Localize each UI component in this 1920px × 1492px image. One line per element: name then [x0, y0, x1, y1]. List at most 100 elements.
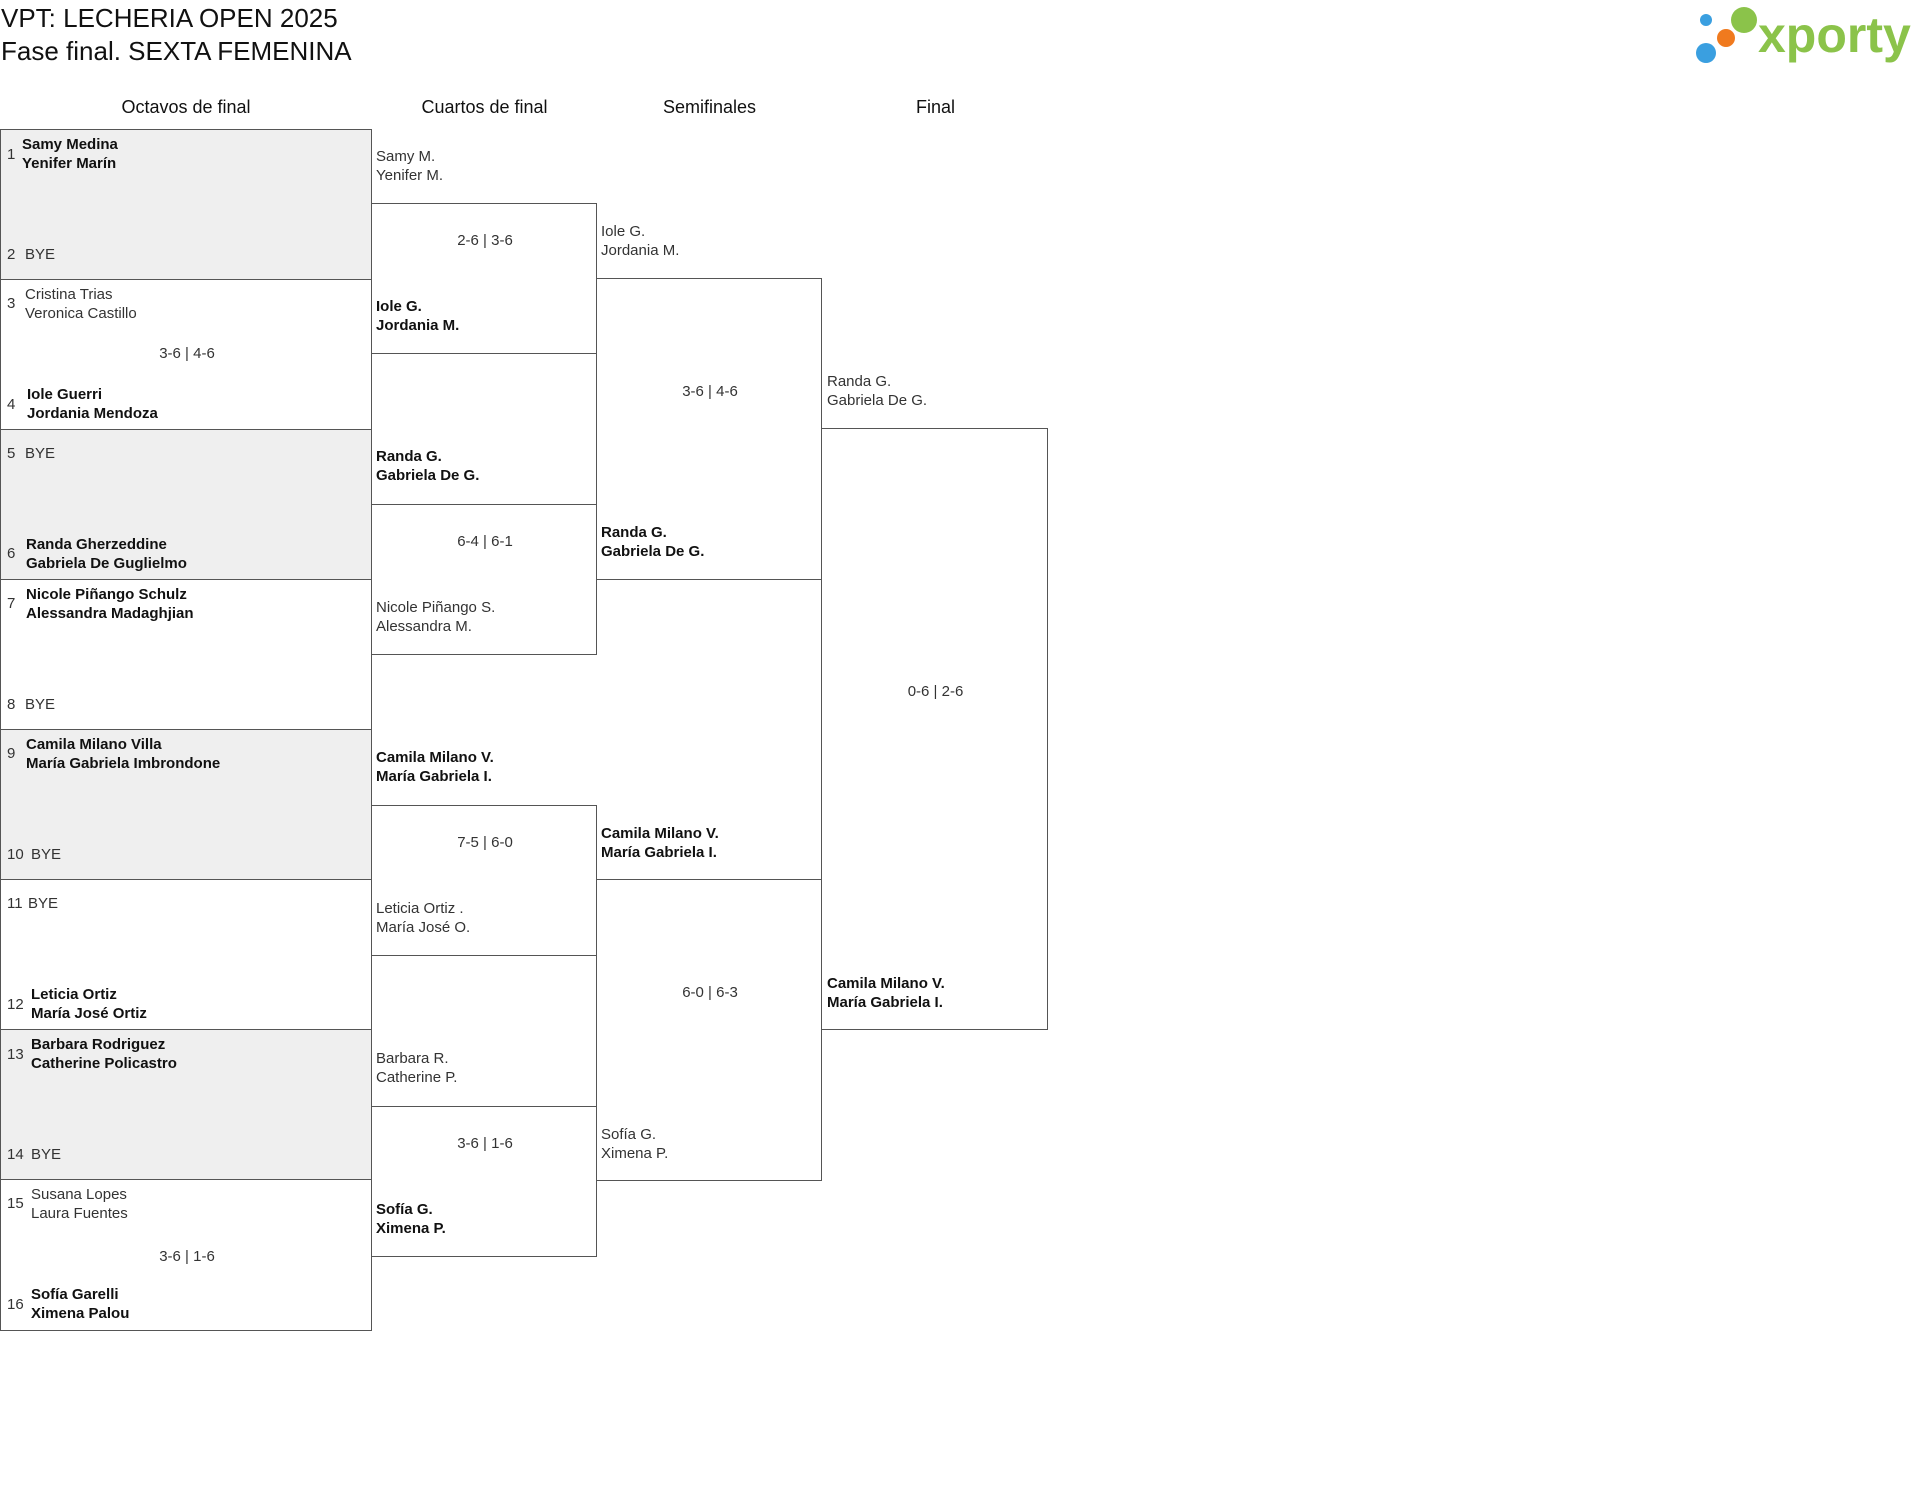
- logo-text: xporty: [1758, 7, 1911, 63]
- octavos-match-6: 11 BYE 12 Leticia Ortiz María José Ortiz: [0, 879, 372, 1030]
- player-name: Camila Milano Villa: [26, 736, 162, 753]
- player-name: Iole G.: [376, 298, 422, 315]
- round-header-octavos: Octavos de final: [121, 97, 251, 117]
- player-name: Cristina Trias: [25, 286, 113, 303]
- player-name: Yenifer Marín: [22, 155, 117, 172]
- player-name: María José O.: [376, 919, 471, 936]
- player-name: Susana Lopes: [31, 1186, 127, 1203]
- player-name: Nicole Piñango S.: [376, 599, 496, 616]
- player-name: Gabriela De Guglielmo: [26, 555, 187, 572]
- seed-number: 8: [7, 696, 16, 713]
- octavos-match-5: 9 Camila Milano Villa María Gabriela Imb…: [0, 729, 372, 880]
- bye-label: BYE: [25, 696, 56, 713]
- seed-number: 6: [7, 545, 16, 562]
- player-name: Gabriela De G.: [601, 543, 705, 560]
- logo-dot-blue-small: [1700, 14, 1712, 26]
- player-name: María Gabriela I.: [827, 994, 943, 1011]
- player-name: Samy Medina: [22, 136, 118, 153]
- seed-number: 3: [7, 295, 16, 312]
- player-name: Yenifer M.: [376, 167, 443, 184]
- player-name: Gabriela De G.: [827, 392, 928, 409]
- player-name: Jordania M.: [376, 317, 460, 334]
- player-name: Camila Milano V.: [827, 975, 945, 992]
- player-name: María José Ortiz: [31, 1005, 147, 1022]
- seed-number: 2: [7, 246, 16, 263]
- player-name: Barbara Rodriguez: [31, 1036, 166, 1053]
- seed-number: 16: [7, 1296, 24, 1313]
- match-score: 7-5 | 6-0: [457, 834, 513, 851]
- match-score: 0-6 | 2-6: [907, 683, 964, 700]
- match-score: 3-6 | 4-6: [682, 383, 738, 400]
- player-name: Veronica Castillo: [25, 305, 137, 322]
- seed-number: 12: [7, 996, 24, 1013]
- seed-number: 15: [7, 1195, 24, 1212]
- logo-dot-orange: [1717, 29, 1735, 47]
- seed-number: 7: [7, 595, 16, 612]
- player-name: Randa G.: [601, 524, 667, 541]
- player-name: María Gabriela I.: [601, 844, 717, 861]
- semis-match-2: 6-0 | 6-3: [596, 879, 822, 1181]
- bye-label: BYE: [25, 445, 56, 462]
- player-name: Samy M.: [376, 148, 436, 165]
- player-name: Ximena P.: [376, 1220, 446, 1237]
- player-name: Sofía G.: [601, 1126, 657, 1143]
- player-name: Camila Milano V.: [376, 749, 494, 766]
- bye-label: BYE: [28, 895, 59, 912]
- round-header-semifinales: Semifinales: [662, 97, 757, 117]
- player-name: Iole G.: [601, 223, 646, 240]
- player-name: Randa G.: [376, 448, 442, 465]
- match-score: 2-6 | 3-6: [457, 232, 513, 249]
- player-name: Randa Gherzeddine: [26, 536, 167, 553]
- bye-label: BYE: [25, 246, 56, 263]
- player-name: Iole Guerri: [27, 386, 103, 403]
- seed-number: 4: [7, 396, 16, 413]
- page-subtitle: Fase final. SEXTA FEMENINA: [1, 36, 352, 66]
- match-score: 6-0 | 6-3: [682, 984, 738, 1001]
- player-name: María Gabriela Imbrondone: [26, 755, 221, 772]
- seed-number: 9: [7, 745, 16, 762]
- page-title: VPT: LECHERIA OPEN 2025: [1, 3, 338, 33]
- player-name: Gabriela De G.: [376, 467, 480, 484]
- player-name: Leticia Ortiz: [31, 986, 117, 1003]
- player-name: Ximena Palou: [31, 1305, 130, 1322]
- player-name: Leticia Ortiz .: [376, 900, 464, 917]
- seed-number: 11: [7, 895, 23, 912]
- bye-label: BYE: [31, 846, 62, 863]
- match-score: 3-6 | 1-6: [159, 1248, 215, 1265]
- logo-dot-blue: [1696, 43, 1716, 63]
- player-name: Barbara R.: [376, 1050, 449, 1067]
- bye-label: BYE: [31, 1146, 62, 1163]
- octavos-match-8: 15 Susana Lopes Laura Fuentes 3-6 | 1-6 …: [0, 1179, 372, 1331]
- octavos-match-3: 5 BYE 6 Randa Gherzeddine Gabriela De Gu…: [0, 429, 372, 580]
- octavos-match-4: 7 Nicole Piñango Schulz Alessandra Madag…: [0, 579, 372, 730]
- player-name: Ximena P.: [601, 1145, 669, 1162]
- player-name: Alessandra Madaghjian: [26, 605, 194, 622]
- octavos-match-7: 13 Barbara Rodriguez Catherine Policastr…: [0, 1029, 372, 1180]
- player-name: Camila Milano V.: [601, 825, 719, 842]
- round-header-cuartos: Cuartos de final: [421, 97, 548, 117]
- round-header-final: Final: [915, 97, 955, 117]
- cuartos-match-4: 3-6 | 1-6: [371, 1106, 597, 1257]
- player-name: Alessandra M.: [376, 618, 472, 635]
- seed-number: 13: [7, 1046, 24, 1063]
- player-name: Catherine P.: [376, 1069, 458, 1086]
- seed-number: 1: [7, 146, 16, 163]
- octavos-match-1: 1 Samy Medina Yenifer Marín 2 BYE: [0, 129, 372, 280]
- player-name: Randa G.: [827, 373, 892, 390]
- match-score: 3-6 | 1-6: [457, 1135, 513, 1152]
- player-name: Sofía Garelli: [31, 1286, 119, 1303]
- xporty-logo[interactable]: xporty: [1696, 0, 1918, 70]
- match-score: 6-4 | 6-1: [457, 533, 513, 550]
- player-name: María Gabriela I.: [376, 768, 492, 785]
- octavos-match-2: 3 Cristina Trias Veronica Castillo 3-6 |…: [0, 279, 372, 430]
- seed-number: 10: [7, 846, 24, 863]
- seed-number: 14: [7, 1146, 24, 1163]
- player-name: Sofía G.: [376, 1201, 433, 1218]
- logo-dot-green: [1731, 7, 1757, 33]
- player-name: Laura Fuentes: [31, 1205, 128, 1222]
- match-score: 3-6 | 4-6: [159, 345, 215, 362]
- player-name: Jordania M.: [601, 242, 680, 259]
- player-name: Jordania Mendoza: [27, 405, 158, 422]
- seed-number: 5: [7, 445, 16, 462]
- final-match: 0-6 | 2-6: [821, 428, 1048, 1030]
